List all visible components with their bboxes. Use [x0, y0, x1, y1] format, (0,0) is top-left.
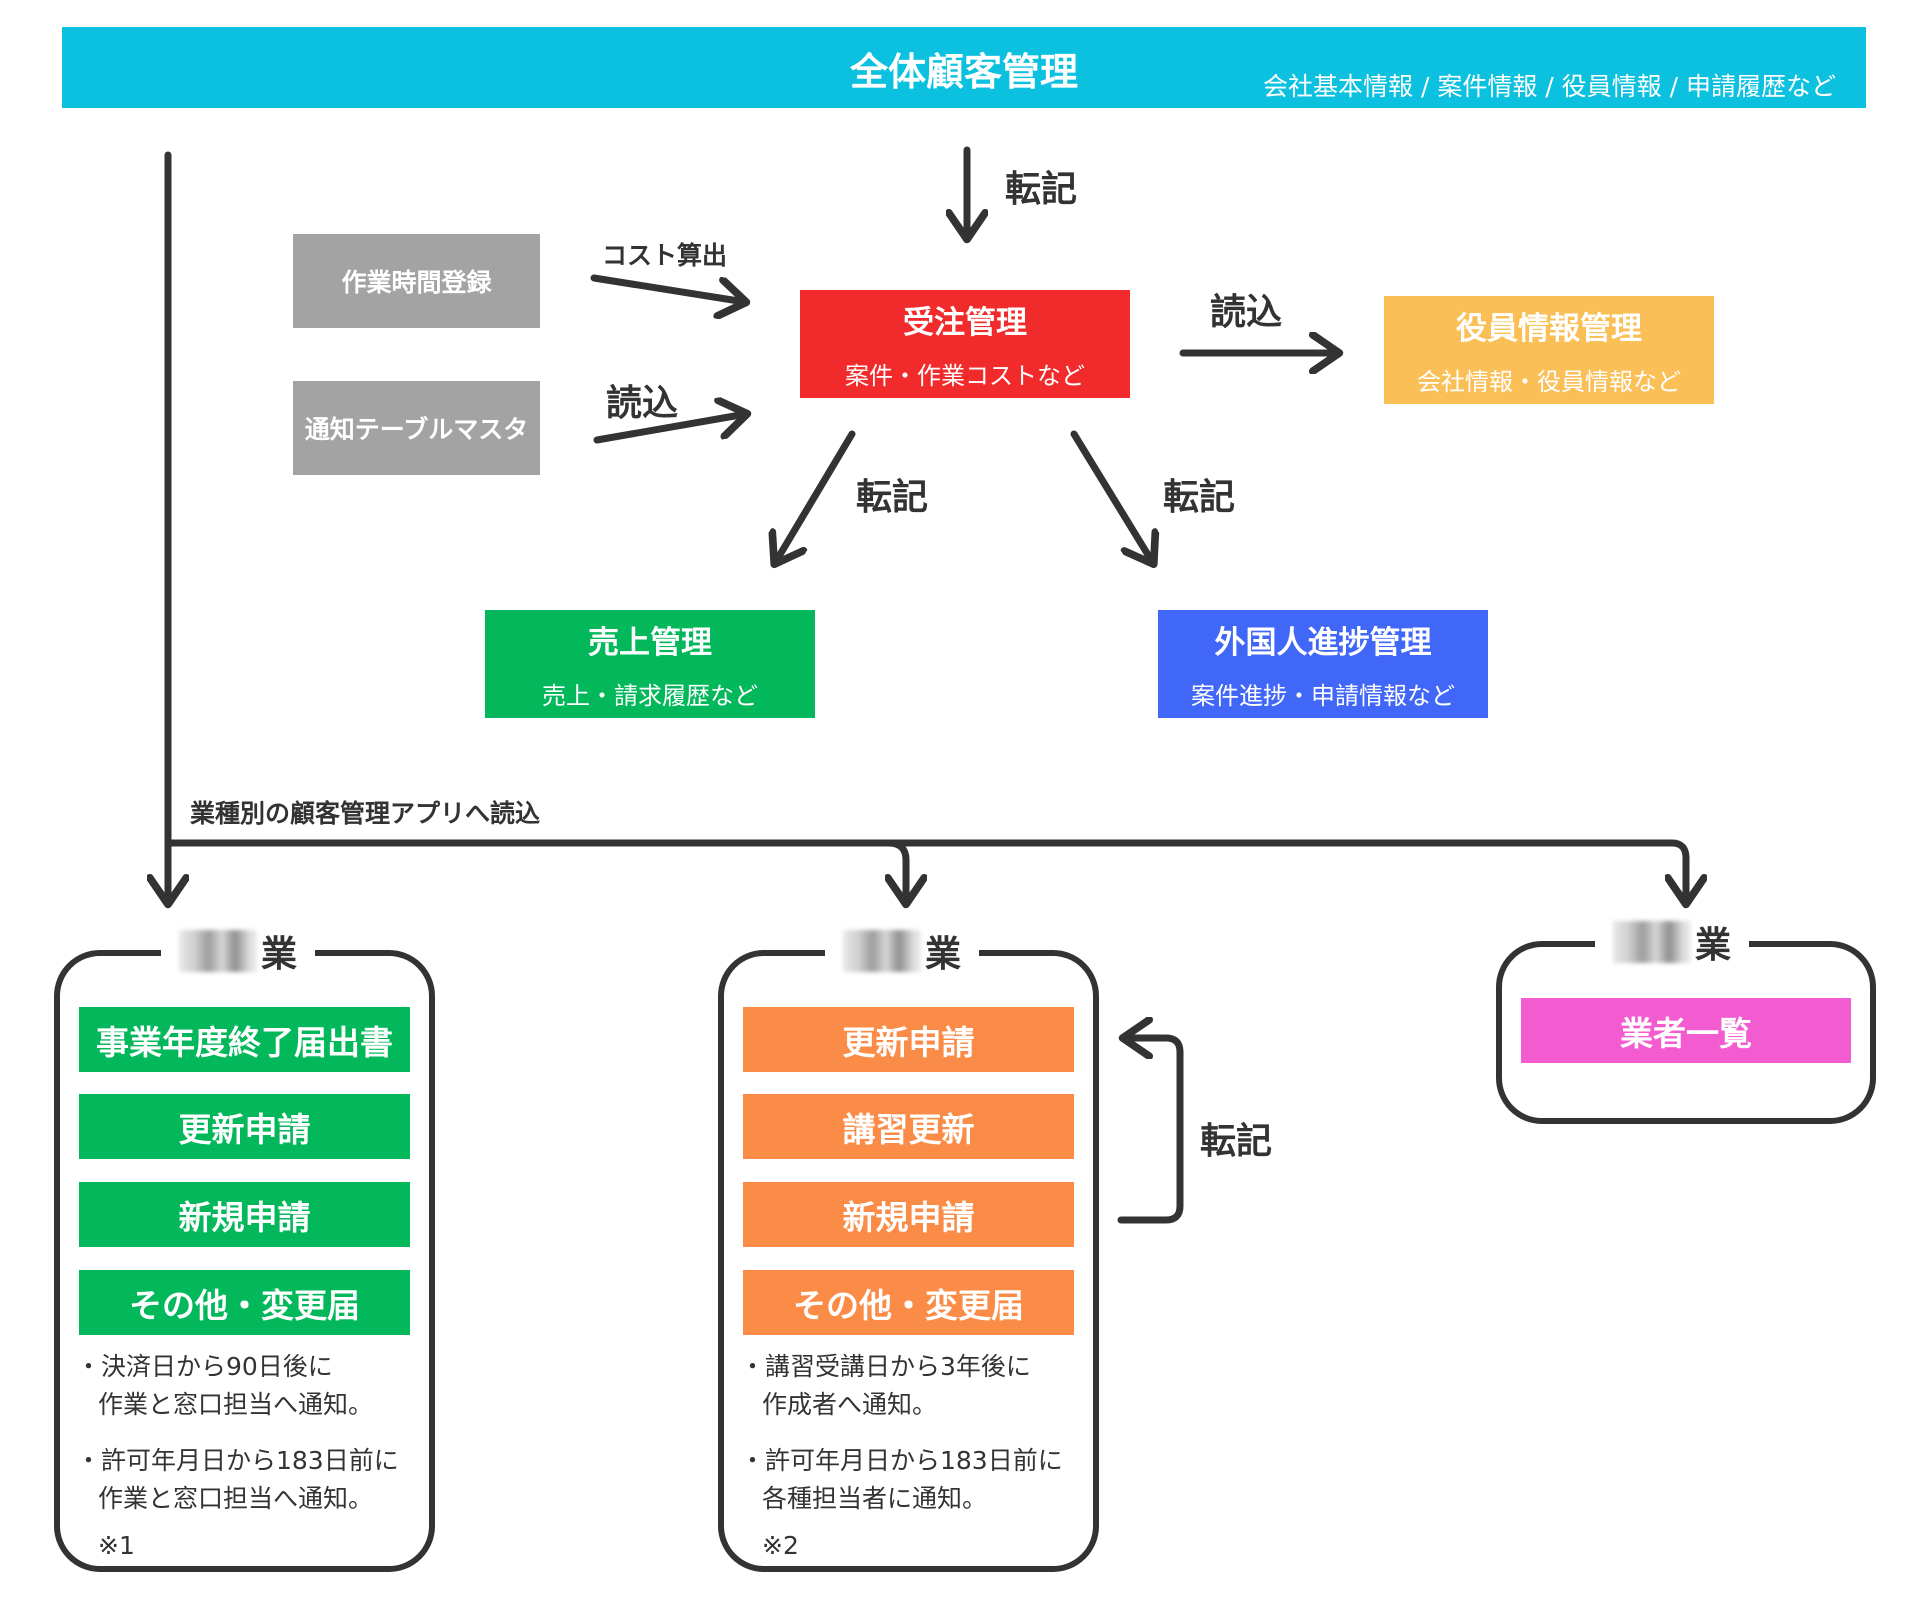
node-order-title: 受注管理	[903, 305, 1027, 341]
panel-3-item-vendor-list[interactable]: 業者一覧	[1521, 998, 1851, 1063]
label-loop-transfer: 転記	[1200, 1121, 1273, 1162]
panel-2-note-2a: ・許可年月日から183日前に	[740, 1446, 1063, 1475]
panel-2-item-renewal[interactable]: 更新申請	[743, 1007, 1074, 1072]
header-banner: 全体顧客管理 会社基本情報 / 案件情報 / 役員情報 / 申請履歴など	[62, 27, 1866, 108]
panel-2-item-course-renewal[interactable]: 講習更新	[743, 1094, 1074, 1159]
label-industry-read: 業種別の顧客管理アプリへ読込	[190, 799, 541, 828]
node-sales-title: 売上管理	[588, 625, 712, 661]
industry-panel-3-suffix: 業	[1695, 925, 1732, 966]
loop-transfer-arrow	[1117, 1038, 1184, 1224]
panel-1-item-business-year-report[interactable]: 事業年度終了届出書	[79, 1007, 410, 1072]
redacted-industry-name	[843, 930, 921, 972]
industry-panel-1-suffix: 業	[261, 934, 298, 975]
panel-1-note-1a: ・決済日から90日後に	[76, 1352, 333, 1381]
industry-branch-middle	[884, 839, 906, 903]
node-notify-master-title: 通知テーブルマスタ	[304, 415, 529, 444]
panel-1-note-2a: ・許可年月日から183日前に	[76, 1446, 399, 1475]
panel-2-item-other-changes[interactable]: その他・変更届	[743, 1270, 1074, 1335]
label-read-in-left: 読込	[606, 383, 679, 424]
node-order-management[interactable]: 受注管理 案件・作業コストなど	[800, 290, 1130, 398]
industry-panel-2-suffix: 業	[925, 934, 962, 975]
arrow-cost-calc	[590, 274, 745, 302]
panel-2-note-2b: 各種担当者に通知。	[762, 1484, 988, 1513]
arrow-read-in-left	[593, 414, 746, 444]
panel-1-footnote: ※1	[98, 1531, 135, 1560]
node-sales-management[interactable]: 売上管理 売上・請求履歴など	[485, 610, 815, 718]
panel-1-item-other-changes[interactable]: その他・変更届	[79, 1270, 410, 1335]
node-officer-title: 役員情報管理	[1456, 311, 1642, 347]
node-notify-master[interactable]: 通知テーブルマスタ	[293, 381, 540, 475]
panel-2-note-1a: ・講習受講日から3年後に	[740, 1352, 1031, 1381]
node-work-time[interactable]: 作業時間登録	[293, 234, 540, 328]
panel-2-footnote: ※2	[762, 1531, 799, 1560]
panel-2-item-new-application[interactable]: 新規申請	[743, 1182, 1074, 1247]
label-cost-calc: コスト算出	[602, 241, 728, 270]
panel-1-note-2b: 作業と窓口担当へ通知。	[98, 1484, 374, 1513]
label-transfer-left: 転記	[856, 477, 929, 518]
label-read-in-right: 読込	[1210, 292, 1283, 333]
node-foreign-progress[interactable]: 外国人進捗管理 案件進捗・申請情報など	[1158, 610, 1488, 718]
panel-1-item-renewal[interactable]: 更新申請	[79, 1094, 410, 1159]
panel-2-note-1b: 作成者へ通知。	[762, 1390, 938, 1419]
redacted-industry-name	[1613, 921, 1691, 963]
node-foreign-sub: 案件進捗・申請情報など	[1191, 682, 1455, 710]
industry-branch-line	[164, 839, 1686, 903]
node-foreign-title: 外国人進捗管理	[1214, 625, 1432, 661]
industry-panel-3-title: 業	[1595, 917, 1750, 967]
page-title: 全体顧客管理	[849, 50, 1078, 94]
industry-panel-2-title: 業	[825, 926, 980, 976]
panel-1-note-1b: 作業と窓口担当へ通知。	[98, 1390, 374, 1419]
redacted-industry-name	[179, 930, 257, 972]
industry-panel-1-title: 業	[161, 926, 316, 976]
node-work-time-title: 作業時間登録	[341, 268, 492, 297]
label-top-transfer: 転記	[1005, 169, 1078, 210]
panel-1-item-new-application[interactable]: 新規申請	[79, 1182, 410, 1247]
arrow-transfer-foreign	[1070, 430, 1153, 563]
label-transfer-right: 転記	[1163, 477, 1236, 518]
arrow-transfer-sales	[775, 430, 856, 563]
node-officer-management[interactable]: 役員情報管理 会社情報・役員情報など	[1384, 296, 1714, 404]
header-subtitle: 会社基本情報 / 案件情報 / 役員情報 / 申請履歴など	[1263, 72, 1836, 101]
node-order-sub: 案件・作業コストなど	[845, 362, 1085, 390]
node-sales-sub: 売上・請求履歴など	[542, 682, 758, 710]
node-officer-sub: 会社情報・役員情報など	[1417, 368, 1681, 396]
